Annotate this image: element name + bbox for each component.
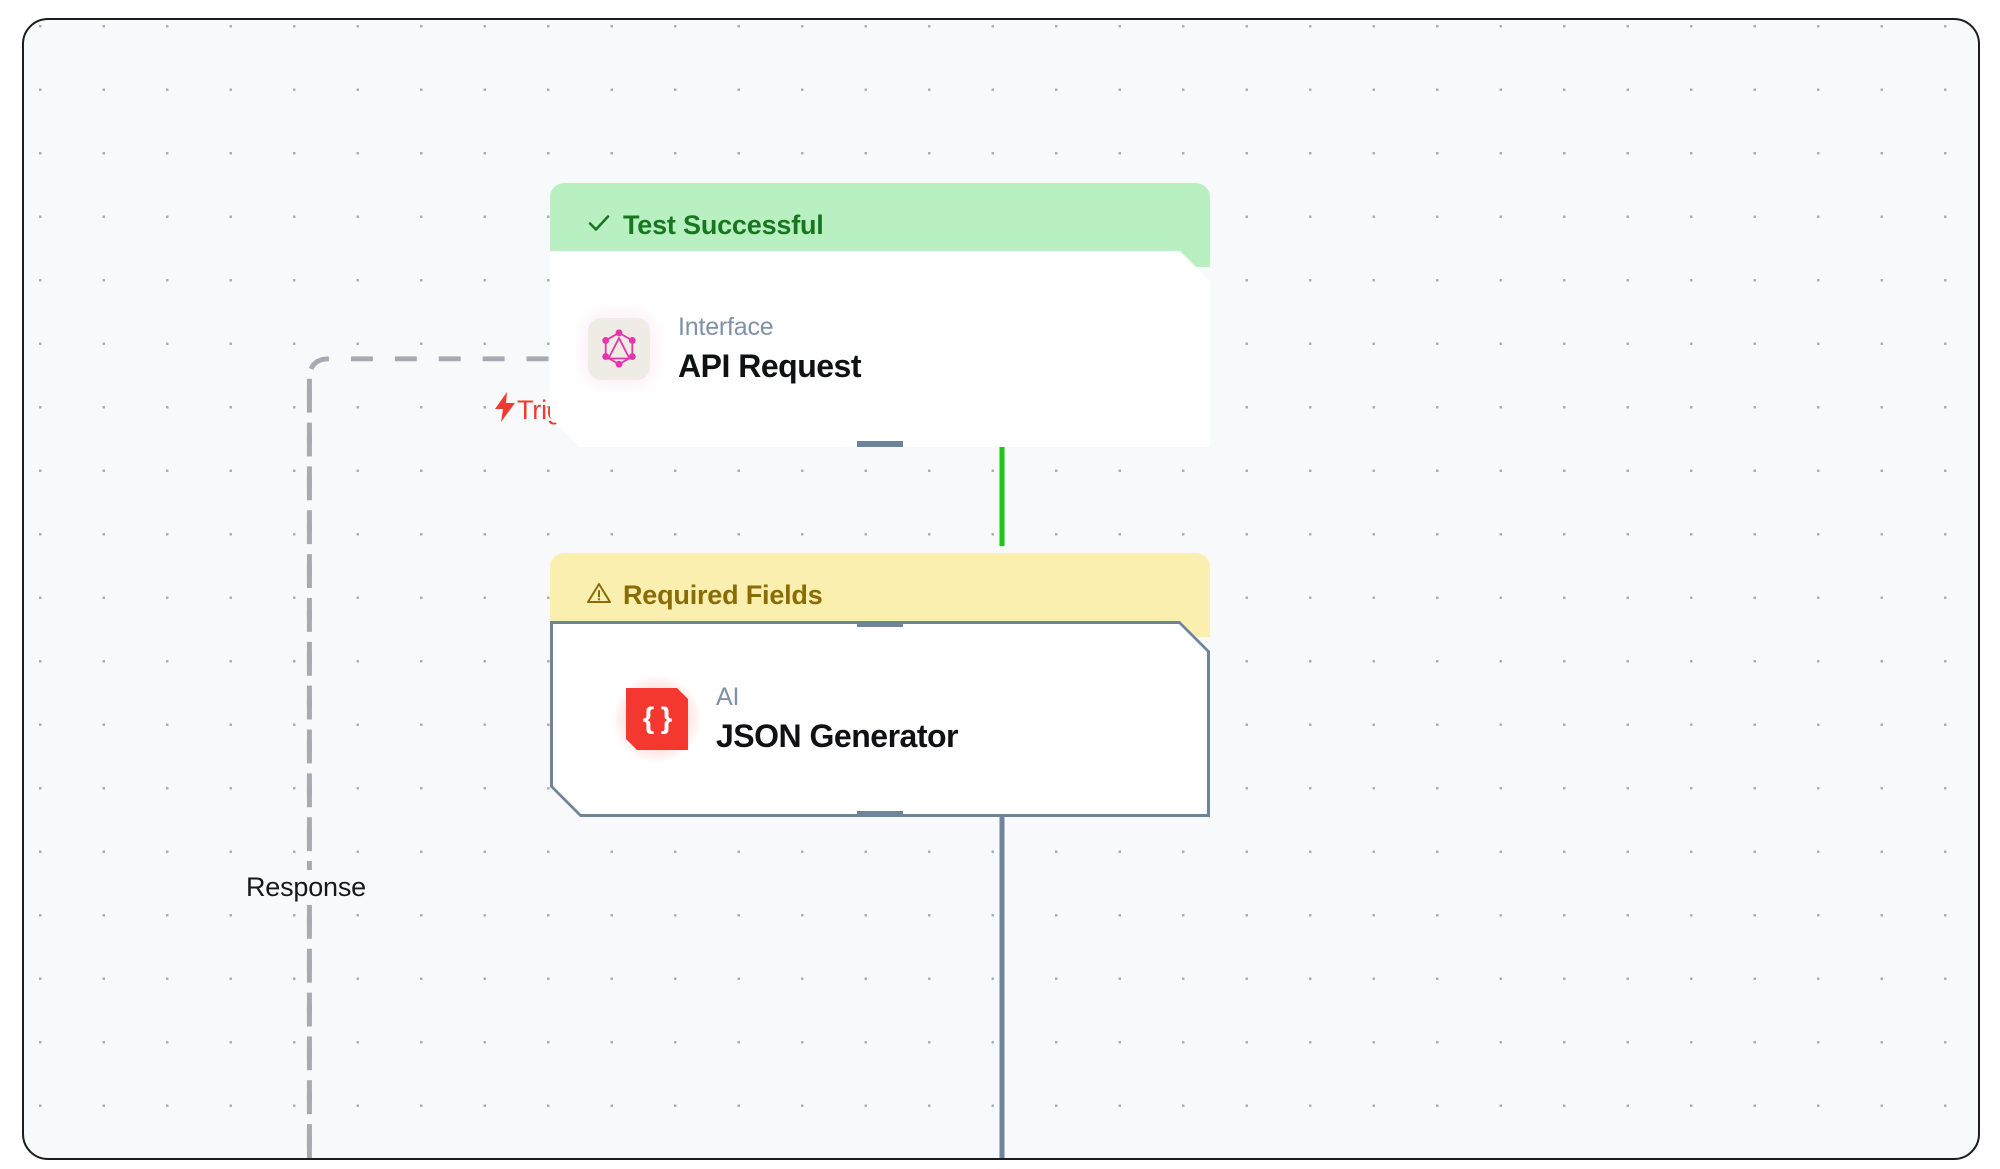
- json-icon-tile: { }: [626, 688, 688, 750]
- node-category-label: Interface: [678, 313, 774, 341]
- status-badge-label: Test Successful: [623, 209, 824, 240]
- node-category-label: AI: [716, 683, 740, 711]
- trigger-edge: [306, 356, 553, 1158]
- check-icon: [586, 210, 612, 241]
- warning-triangle-icon: [586, 580, 612, 611]
- node-text-api-request: Interface API Request: [678, 313, 861, 385]
- node-card-json-generator[interactable]: { } AI JSON Generator: [550, 621, 1210, 817]
- lightning-bolt-icon: [494, 392, 516, 428]
- node-json-generator[interactable]: Required Fields { } AI JSON Generator: [550, 553, 1210, 817]
- graphql-icon: [588, 318, 650, 380]
- node-title-label: API Request: [678, 348, 861, 384]
- node-card-api-request[interactable]: Interface API Request: [550, 251, 1210, 447]
- node-title-label: JSON Generator: [716, 718, 958, 754]
- output-port-json-generator[interactable]: [857, 811, 903, 826]
- json-braces-icon: { }: [626, 688, 688, 750]
- response-edge-label: Response: [237, 870, 375, 905]
- node-api-request[interactable]: Test Successful: [550, 183, 1210, 447]
- output-port-api-request[interactable]: [857, 441, 903, 456]
- status-badge-label: Required Fields: [623, 579, 823, 610]
- node-text-json-generator: AI JSON Generator: [716, 683, 958, 755]
- canvas-frame[interactable]: Trigger Response Test Successful: [22, 18, 1980, 1160]
